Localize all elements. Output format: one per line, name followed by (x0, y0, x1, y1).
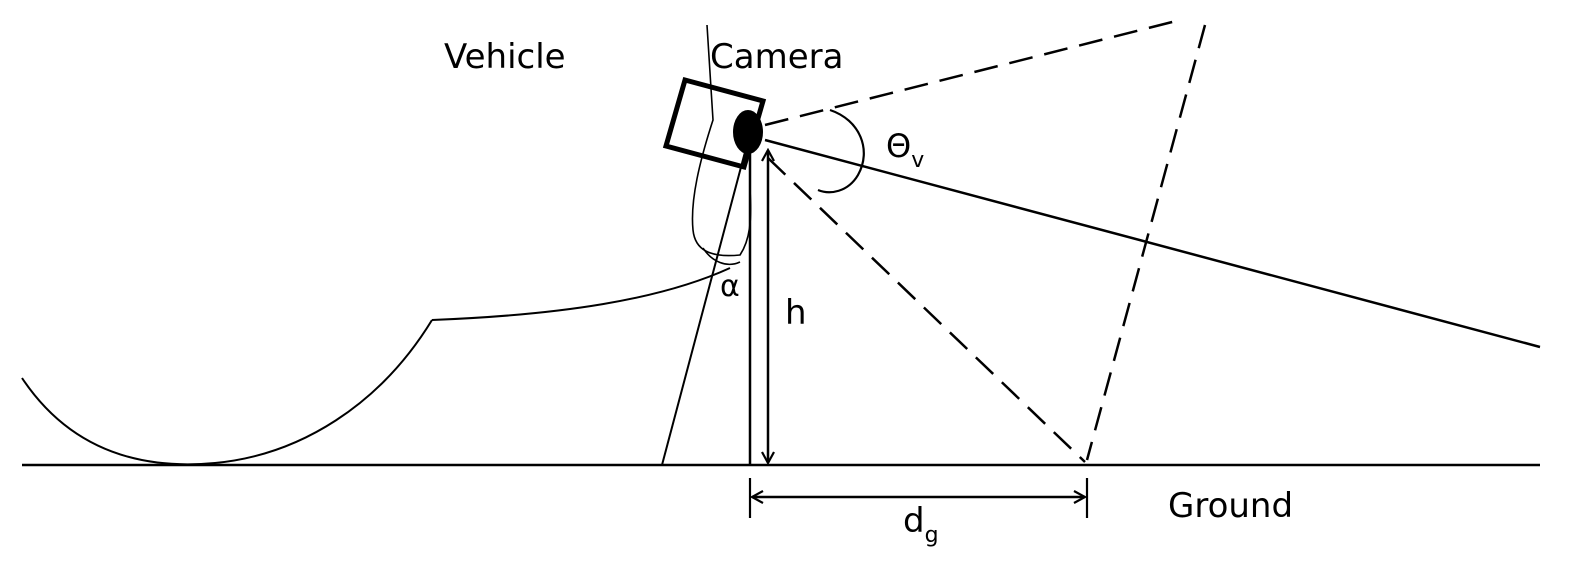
optical-axis-line (764, 138, 1541, 349)
alpha-angle-arc (702, 247, 741, 266)
distance-symbol: d (903, 501, 925, 541)
vehicle-label: Vehicle (444, 37, 566, 77)
theta-subscript: v (911, 148, 925, 173)
fov-lower-dashed-line (767, 157, 1086, 463)
height-label: h (785, 293, 807, 333)
distance-subscript: g (924, 523, 939, 548)
fov-far-dashed-line (1085, 24, 1207, 461)
camera-lens (733, 110, 763, 154)
theta-angle-arc (817, 108, 865, 194)
vehicle-body-curve (431, 267, 731, 321)
theta-label: Θv (886, 130, 924, 172)
vehicle-rear-line (661, 151, 746, 466)
camera-housing (662, 76, 767, 171)
theta-symbol: Θ (886, 127, 912, 165)
camera-label: Camera (710, 37, 844, 77)
vehicle-wheel-arc (21, 319, 433, 466)
distance-label: dg (903, 504, 939, 547)
alpha-label: α (720, 269, 740, 304)
ground-label: Ground (1168, 486, 1294, 526)
